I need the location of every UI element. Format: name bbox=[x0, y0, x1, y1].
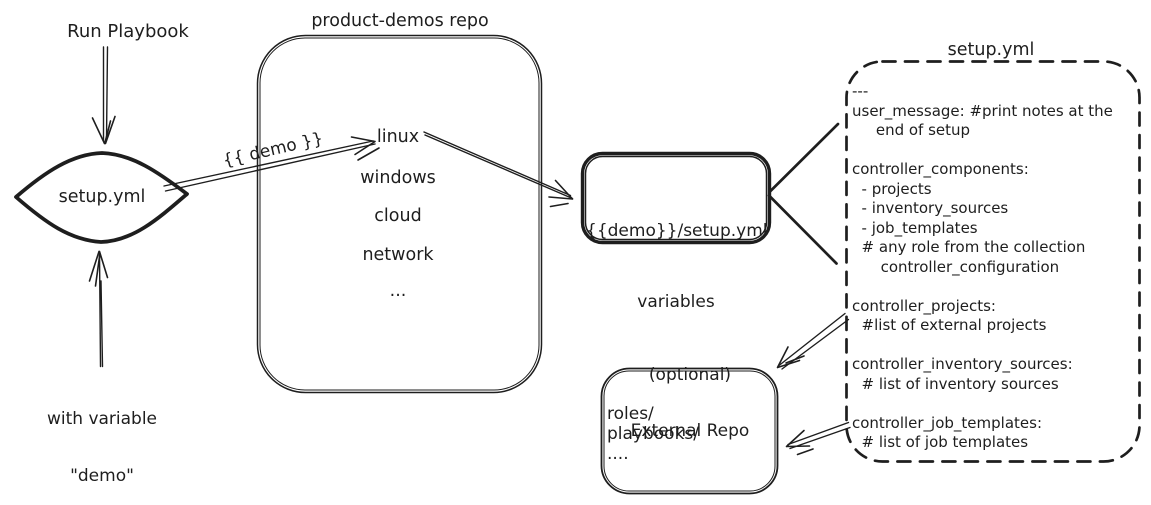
repo-item-network: network bbox=[362, 245, 434, 265]
yaml-line-projects-item: - projects bbox=[852, 179, 932, 198]
yaml-line-controller-projects: controller_projects: bbox=[852, 296, 996, 315]
demo-arrow bbox=[163, 140, 376, 192]
setup-diamond bbox=[14, 151, 189, 244]
run-playbook-arrowhead-icon bbox=[91, 115, 116, 145]
with-variable-arrow bbox=[98, 251, 104, 368]
yaml-line-blank bbox=[852, 141, 1113, 161]
projects-to-external-arrow bbox=[778, 312, 850, 370]
yaml-line-controller-inventory: controller_inventory_sources: bbox=[852, 355, 1073, 373]
yaml-line-inventory-item: - inventory_sources bbox=[852, 199, 1009, 217]
variables-box-label-line1: {{demo}}/setup.yml bbox=[586, 221, 768, 241]
repo-item-cloud: cloud bbox=[374, 206, 422, 226]
external-repo-ellipsis: .... bbox=[607, 444, 629, 464]
yaml-line-inventory-comment: # list of inventory sources bbox=[852, 374, 1059, 393]
product-demos-repo-title: product-demos repo bbox=[311, 11, 489, 31]
setup-yml-dashed-box bbox=[845, 60, 1141, 463]
product-demos-box bbox=[256, 34, 543, 394]
yaml-line-blank bbox=[852, 277, 1113, 297]
external-repo-title-line1: (optional) bbox=[648, 365, 732, 385]
repo-item-windows: windows bbox=[360, 168, 436, 188]
yaml-line-controller-templates: controller_job_templates: bbox=[852, 413, 1043, 432]
with-variable-arrowhead-icon bbox=[88, 250, 109, 287]
templates-to-external-arrowhead-icon bbox=[785, 429, 814, 456]
setup-diamond-label: setup.yml bbox=[58, 187, 146, 207]
variables-box bbox=[580, 151, 772, 245]
variables-box-label-line2: variables bbox=[637, 291, 715, 312]
external-repo-title: (optional) External Repo bbox=[610, 329, 770, 477]
setup-yml-content: --- user_message: #print notes at the en… bbox=[852, 82, 1113, 453]
yaml-line-user-message-cont: end of setup bbox=[852, 121, 971, 139]
yaml-line-jobtemplates-item: - job_templates bbox=[852, 218, 978, 237]
linux-to-variables-arrowhead-icon bbox=[548, 179, 574, 208]
external-repo-playbooks: playbooks/ bbox=[607, 424, 700, 444]
external-repo-title-line2: External Repo bbox=[630, 420, 750, 441]
variables-box-label: {{demo}}/setup.yml variables bbox=[586, 173, 768, 361]
repo-item-ellipsis: ... bbox=[389, 281, 407, 301]
yaml-line-doc-start: --- bbox=[852, 82, 869, 100]
setup-yml-title: setup.yml bbox=[947, 40, 1035, 60]
with-variable-label-line2: "demo" bbox=[70, 466, 134, 486]
external-repo-roles: roles/ bbox=[607, 404, 654, 424]
yaml-line-any-role-comment: # any role from the collection bbox=[852, 238, 1086, 256]
variables-to-components-line bbox=[767, 194, 838, 265]
with-variable-label-line1: with variable bbox=[46, 409, 158, 429]
run-playbook-label: Run Playbook bbox=[67, 21, 189, 42]
external-repo-box-inner bbox=[603, 370, 776, 492]
with-variable-label: with variable "demo" bbox=[27, 372, 177, 505]
variables-to-usermessage-line bbox=[768, 122, 840, 193]
yaml-line-blank bbox=[852, 394, 1113, 414]
linux-to-variables-arrow bbox=[423, 131, 574, 200]
projects-to-external-arrowhead-icon bbox=[776, 346, 805, 369]
yaml-line-templates-comment: # list of job templates bbox=[852, 433, 1029, 451]
product-demos-box-inner bbox=[259, 37, 540, 391]
external-repo-content: roles/ playbooks/ .... bbox=[607, 404, 699, 464]
external-repo-box bbox=[600, 367, 779, 495]
variables-box-inner bbox=[584, 155, 768, 241]
templates-to-external-arrow bbox=[787, 421, 851, 450]
demo-arrowhead-icon bbox=[350, 136, 380, 161]
repo-item-linux: linux bbox=[376, 127, 420, 147]
yaml-line-components: controller_components: bbox=[852, 160, 1029, 178]
yaml-line-projects-comment: #list of external projects bbox=[852, 316, 1047, 334]
yaml-line-user-message: user_message: #print notes at the bbox=[852, 101, 1113, 120]
yaml-line-configuration: controller_configuration bbox=[852, 257, 1060, 276]
yaml-line-blank bbox=[852, 336, 1113, 356]
run-playbook-arrow bbox=[102, 46, 109, 142]
